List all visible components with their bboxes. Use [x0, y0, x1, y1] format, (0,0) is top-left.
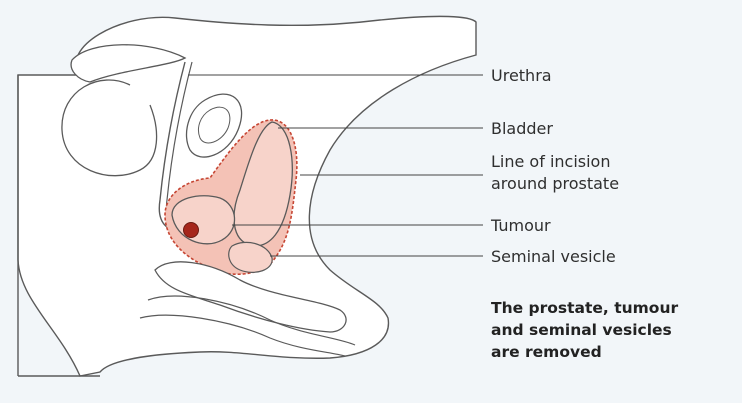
tumour-mark [184, 223, 199, 238]
label-urethra: Urethra [491, 65, 552, 86]
caption-line-2: and seminal vesicles [491, 319, 731, 341]
caption-line-3: are removed [491, 341, 731, 363]
label-incision-line2: around prostate [491, 173, 619, 194]
label-seminal-vesicle: Seminal vesicle [491, 246, 616, 267]
caption-line-1: The prostate, tumour [491, 297, 731, 319]
label-incision-line1: Line of incision [491, 151, 610, 172]
caption: The prostate, tumour and seminal vesicle… [491, 297, 731, 363]
label-bladder: Bladder [491, 118, 553, 139]
label-tumour: Tumour [491, 215, 551, 236]
